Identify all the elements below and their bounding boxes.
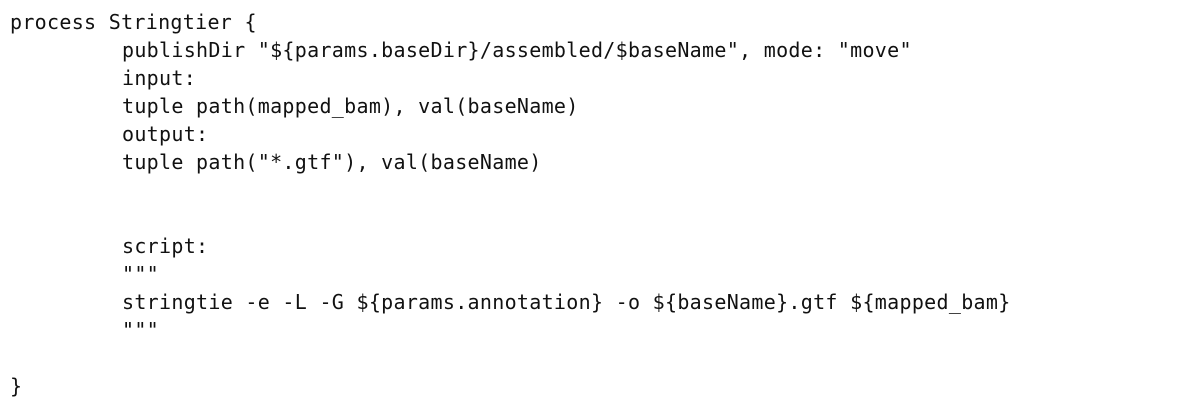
code-line-closing-brace: } [10,374,23,398]
code-line-script-open-quotes: """ [122,262,160,286]
code-line-script-label: script: [122,234,209,258]
code-line-output-label: output: [122,122,209,146]
code-line-output-tuple: tuple path("*.gtf"), val(baseName) [122,150,542,174]
code-line-script-close-quotes: """ [122,318,160,342]
code-line-input-label: input: [122,66,197,90]
code-line-process-declaration: process Stringtier { [10,10,257,34]
code-line-input-tuple: tuple path(mapped_bam), val(baseName) [122,94,579,118]
code-line-publishdir: publishDir "${params.baseDir}/assembled/… [122,38,912,62]
code-line-stringtie-command: stringtie -e -L -G ${params.annotation} … [122,290,1011,314]
